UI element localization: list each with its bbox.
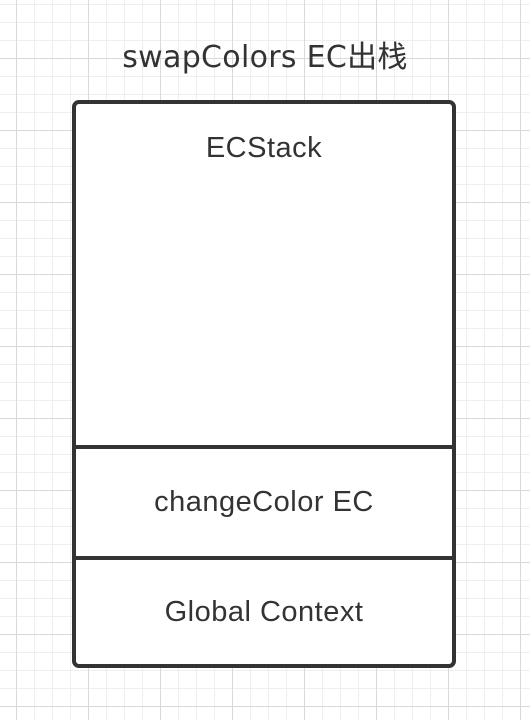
ec-stack-label: ECStack (205, 132, 323, 164)
diagram-title: swapColors EC出栈 (122, 40, 408, 75)
stack-frame-changecolor-ec: changeColor EC (76, 445, 452, 556)
stack-frame-label: Global Context (164, 595, 364, 628)
ec-stack: ECStack changeColor EC Global Context (72, 100, 456, 668)
stack-frame-global-context: Global Context (76, 556, 452, 664)
stack-frame-label: changeColor EC (154, 486, 374, 518)
